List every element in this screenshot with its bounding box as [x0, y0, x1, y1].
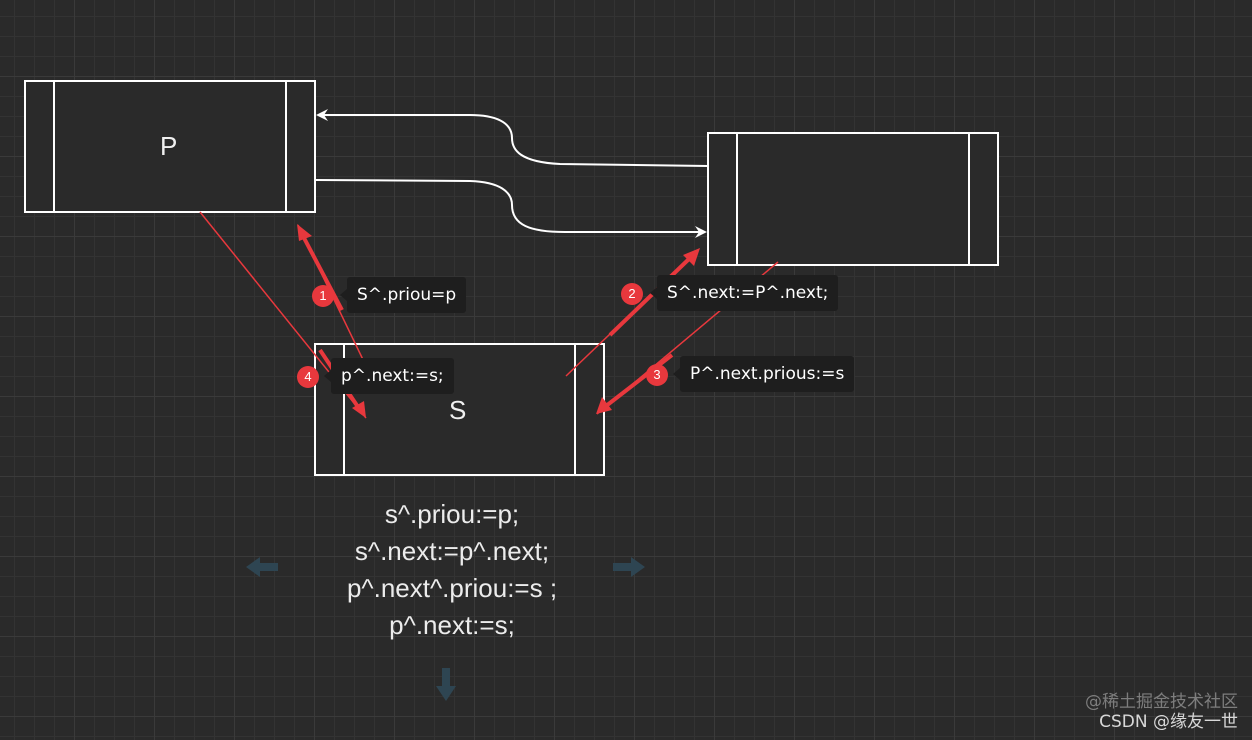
step-tooltip-3: P^.next.prious:=s — [672, 356, 855, 392]
node-next[interactable] — [707, 132, 999, 266]
step-arrow-3 — [596, 353, 674, 414]
step-badge-3: 3 — [646, 364, 668, 386]
step-tooltip-1: S^.priou=p — [339, 277, 467, 313]
step-tooltip-4: p^.next:=s; — [324, 358, 454, 394]
step-arrow-1 — [297, 224, 344, 311]
node-p-label: P — [160, 131, 178, 161]
prior-link-arrow — [316, 109, 709, 167]
code-line: s^.priou:=p; — [384, 499, 520, 529]
node-s-label: S — [449, 395, 467, 425]
node-p[interactable] — [24, 80, 316, 213]
code-line: p^.next^.priou:=s ; — [346, 573, 558, 603]
watermark: @稀土掘金技术社区 CSDN @缘友一世 — [1085, 692, 1238, 732]
step-badge-1: 1 — [312, 285, 334, 307]
code-block: s^.priou:=p; s^.next:=p^.next; p^.next^.… — [290, 496, 614, 644]
hint-arrow-right-icon[interactable] — [613, 557, 645, 577]
watermark-line-2: CSDN @缘友一世 — [1099, 712, 1238, 732]
next-link-arrow — [314, 179, 707, 238]
step-badge-4: 4 — [297, 366, 319, 388]
hint-arrow-left-icon[interactable] — [246, 557, 278, 577]
watermark-line-1: @稀土掘金技术社区 — [1085, 692, 1238, 712]
code-line: s^.next:=p^.next; — [354, 536, 550, 566]
hint-arrow-down-icon[interactable] — [436, 668, 456, 701]
code-line: p^.next:=s; — [389, 610, 515, 640]
step-tooltip-2: S^.next:=P^.next; — [649, 275, 839, 311]
step-badge-2: 2 — [621, 283, 643, 305]
